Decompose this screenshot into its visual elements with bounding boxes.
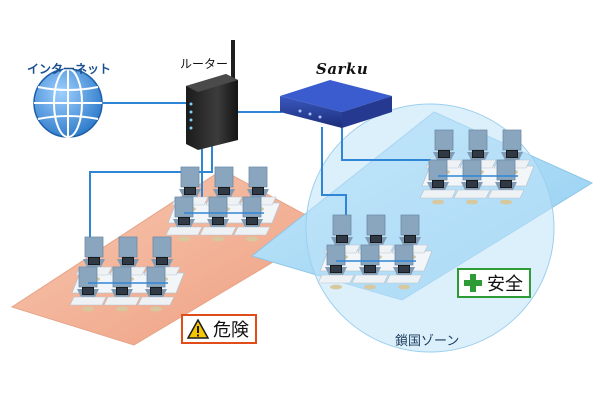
internet-label: インターネット <box>27 62 112 76</box>
globe-icon <box>33 68 103 138</box>
safe-badge: 安全 <box>457 268 531 298</box>
link-router-danger <box>89 145 213 270</box>
danger-badge-text: 危険 <box>213 320 249 341</box>
safe-badge-text: 安全 <box>487 274 523 295</box>
desk-cluster-icon <box>318 215 432 289</box>
desk-cluster-icon <box>420 130 534 204</box>
danger-badge: 危険 <box>181 314 257 344</box>
brand-logo: Sarku <box>316 60 369 78</box>
desk-cluster-icon <box>166 167 280 241</box>
cross-icon <box>463 273 483 293</box>
router-label: ルーター <box>180 57 229 71</box>
router-icon <box>186 40 238 150</box>
warning-icon <box>187 319 209 339</box>
appliance-icon <box>280 80 392 128</box>
zone-label: 鎖国ゾーン <box>395 334 460 349</box>
desk-cluster-icon <box>70 237 184 311</box>
